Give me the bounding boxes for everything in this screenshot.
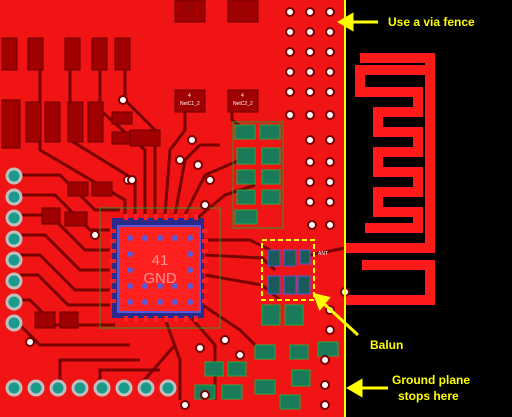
annotation-via-fence: Use a via fence: [388, 15, 475, 29]
connector-pads: [5, 167, 177, 397]
net-label-netc1-2: NetC1_2: [180, 101, 200, 107]
pcb-traces: [18, 40, 346, 400]
antenna-bottom-segment: [345, 260, 435, 305]
component-pads: [1, 0, 259, 329]
via-fence: [25, 7, 350, 410]
chip-pin-number: 41: [151, 252, 169, 269]
annotation-ground-plane-line2: stops here: [398, 389, 459, 403]
balun-highlight-box: [261, 239, 315, 301]
pad-number-4b: 4: [241, 93, 244, 99]
ground-plane-edge: [344, 0, 346, 417]
annotation-balun: Balun: [370, 338, 404, 352]
annotation-ground-plane-line1: Ground plane: [392, 373, 470, 387]
pad-number-4a: 4: [188, 93, 191, 99]
antenna-top-return: [360, 53, 435, 70]
meander-antenna: [345, 65, 435, 253]
chip-net-label: GND: [143, 270, 177, 287]
pad-number-3: 3: [187, 4, 193, 14]
silkscreen-outlines: [99, 121, 284, 329]
passive-components: [194, 124, 339, 410]
net-label-netc2-2: NetC2_2: [233, 101, 253, 107]
qfn-chip: [110, 214, 208, 322]
net-label-ant: ANT: [318, 251, 328, 257]
annotation-arrows: [312, 12, 388, 398]
balun-components: [267, 249, 311, 295]
pad-number-2: 2: [240, 4, 246, 14]
